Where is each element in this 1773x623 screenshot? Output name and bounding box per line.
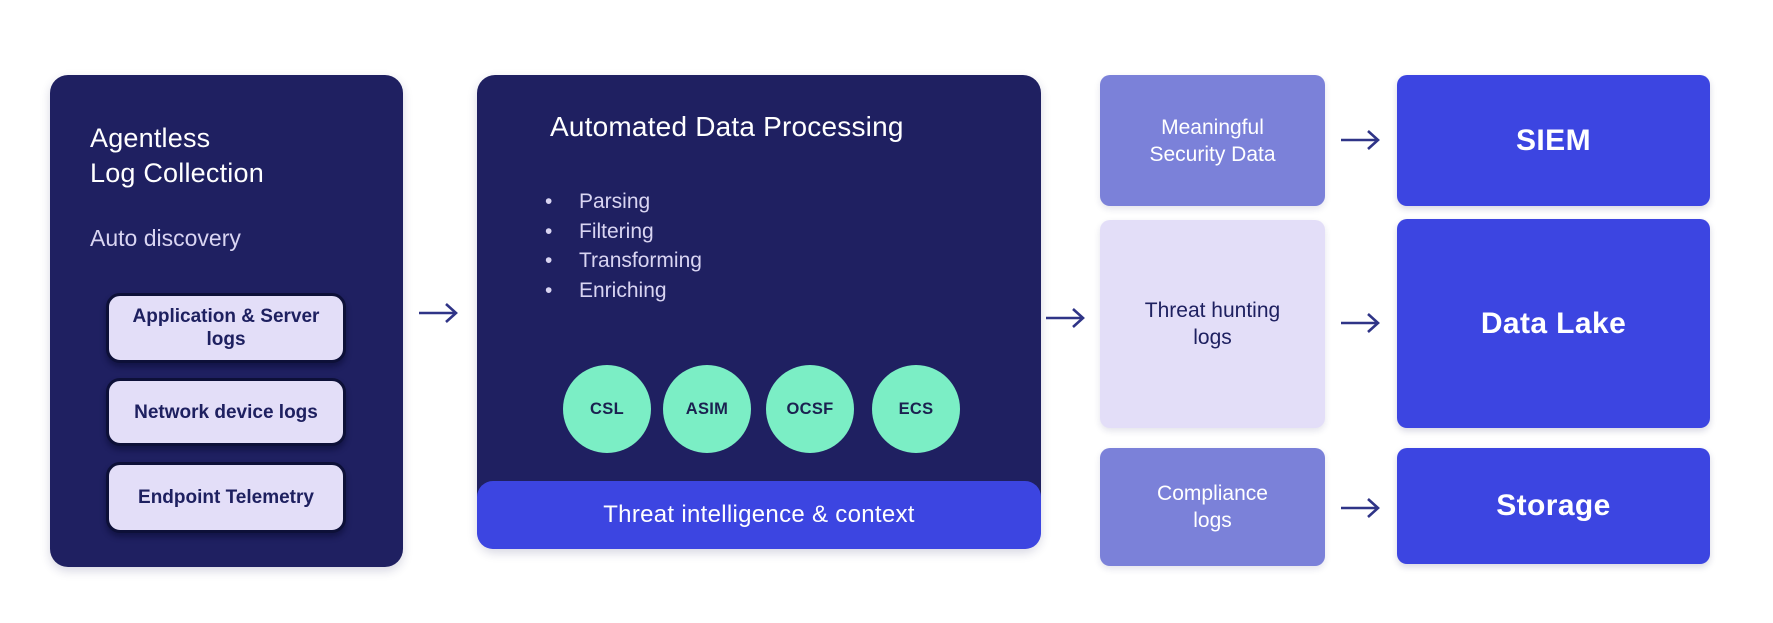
right-arrow-icon xyxy=(1046,308,1085,328)
log-source-network-device: Network device logs xyxy=(106,378,346,446)
flow-arrow-to-storage xyxy=(1339,495,1383,521)
schema-circle-csl: CSL xyxy=(563,365,651,453)
destination-label: Data Lake xyxy=(1480,306,1627,340)
log-source-label: Endpoint Telemetry xyxy=(138,487,314,508)
left-panel-title-line1: Agentless xyxy=(90,123,211,153)
threat-intelligence-banner-label: Threat intelligence & context xyxy=(603,501,915,528)
schema-label: ECS xyxy=(898,399,934,418)
log-source-endpoint-telemetry: Endpoint Telemetry xyxy=(106,462,346,533)
right-arrow-icon xyxy=(1341,498,1380,518)
right-arrow-icon xyxy=(1341,313,1380,333)
flow-arrow-processing-to-outputs xyxy=(1044,305,1088,331)
automated-data-processing-panel: Automated Data Processing Parsing Filter… xyxy=(477,75,1041,549)
processing-step: Parsing xyxy=(545,187,702,217)
destination-label: SIEM xyxy=(1516,123,1591,157)
output-compliance-logs: Compliance logs xyxy=(1100,448,1325,566)
processing-step: Enriching xyxy=(545,276,702,306)
agentless-log-collection-panel: Agentless Log Collection Auto discovery … xyxy=(50,75,403,567)
destination-storage: Storage xyxy=(1397,448,1710,564)
destination-siem: SIEM xyxy=(1397,75,1710,206)
right-arrow-icon xyxy=(1341,130,1380,150)
output-threat-hunting-logs: Threat hunting logs xyxy=(1100,220,1325,428)
processing-steps-list: Parsing Filtering Transforming Enriching xyxy=(545,187,702,305)
output-label: Compliance logs xyxy=(1157,482,1268,532)
output-meaningful-security-data: Meaningful Security Data xyxy=(1100,75,1325,206)
flow-arrow-to-siem xyxy=(1339,127,1383,153)
processing-step: Transforming xyxy=(545,246,702,276)
schema-circle-ecs: ECS xyxy=(872,365,960,453)
schema-label: ASIM xyxy=(685,399,729,418)
log-source-application-server: Application & Server logs xyxy=(106,293,346,363)
threat-intelligence-banner: Threat intelligence & context xyxy=(477,481,1041,549)
log-source-label: Application & Server logs xyxy=(132,306,320,350)
processing-panel-title: Automated Data Processing xyxy=(550,111,904,142)
log-source-label: Network device logs xyxy=(134,401,318,423)
schema-circle-ocsf: OCSF xyxy=(766,365,854,453)
flow-arrow-collection-to-processing xyxy=(417,300,461,326)
schema-circle-asim: ASIM xyxy=(663,365,751,453)
flow-arrow-to-data-lake xyxy=(1339,310,1383,336)
destination-label: Storage xyxy=(1496,489,1611,522)
left-panel-title-line2: Log Collection xyxy=(90,158,264,188)
auto-discovery-label: Auto discovery xyxy=(90,225,241,251)
left-panel-title: Agentless Log Collection xyxy=(90,121,264,191)
schema-label: CSL xyxy=(590,399,624,418)
processing-step: Filtering xyxy=(545,217,702,247)
output-label: Threat hunting logs xyxy=(1144,299,1281,349)
output-label: Meaningful Security Data xyxy=(1149,115,1276,166)
right-arrow-icon xyxy=(419,303,458,323)
destination-data-lake: Data Lake xyxy=(1397,219,1710,428)
schema-label: OCSF xyxy=(786,399,834,418)
